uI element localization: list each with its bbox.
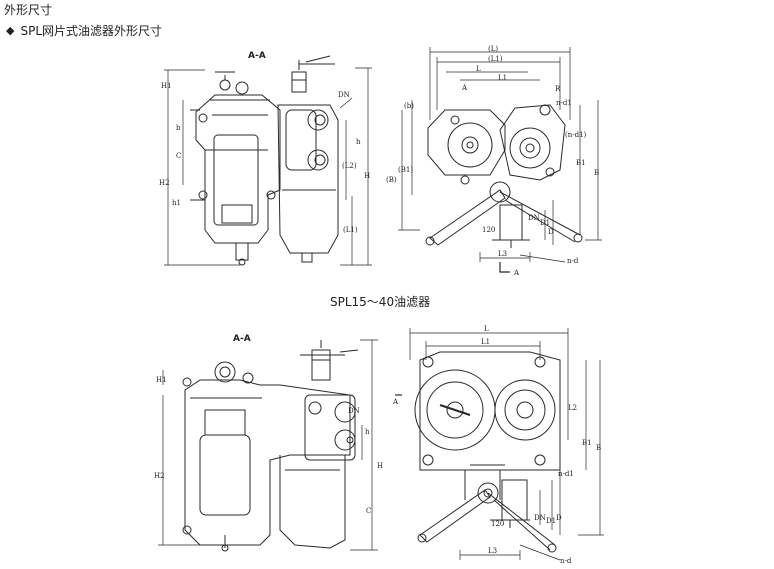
dim-B1-paren: (B1) [398, 166, 413, 174]
dim-B: B [594, 169, 599, 177]
dim-120-bottom: 120 [491, 520, 504, 528]
dim-B-paren: (B) [386, 176, 397, 184]
dim-H1-bottom: H1 [156, 376, 167, 384]
dim-DN: DN [338, 91, 350, 99]
dim-A-bottom: A [392, 398, 399, 406]
dim-L2: (L2) [342, 162, 357, 170]
dim-C: C [176, 152, 181, 160]
dim-H1: H1 [161, 82, 172, 90]
dim-DN-bottom: DN [348, 407, 360, 415]
page-heading: 外形尺寸 [4, 3, 53, 17]
dim-B1: B1 [576, 159, 586, 167]
dim-n-d1-paren: (n-d1) [565, 131, 587, 139]
dim-A-top: A [461, 84, 468, 92]
subheading-text: SPL网片式油滤器外形尺寸 [20, 24, 163, 38]
dim-L1-paren-2: (L1) [488, 55, 503, 63]
dim-L2-bottom: L2 [568, 404, 577, 412]
dim-B1-bottom: B1 [582, 439, 592, 447]
dim-L1-paren: (L1) [343, 226, 358, 234]
diamond-bullet-icon: ◆ [6, 24, 15, 37]
sub-heading: ◆ SPL网片式油滤器外形尺寸 [6, 22, 162, 39]
bottom-section-view: A-A H1 H2 DN h H C [154, 334, 383, 552]
dim-b-paren: (b) [404, 102, 414, 110]
bottom-plan-view: L L1 A L2 B1 B n-d1 [392, 325, 604, 565]
dim-B-bottom: B [596, 444, 601, 452]
dim-n-d1: n-d1 [556, 99, 572, 107]
dim-L1-bottom: L1 [481, 338, 490, 346]
dim-n-d: n-d [567, 257, 579, 265]
dim-L: L [476, 65, 481, 73]
dim-DN-2: DN [528, 214, 540, 222]
dim-L1: L1 [498, 74, 507, 82]
dim-L-bottom: L [484, 325, 489, 333]
top-plan-view: (L) (L1) L L1 A R n-d [386, 45, 602, 277]
dim-D1-bottom: D1 [546, 517, 556, 525]
dim-C-bottom: C [366, 507, 371, 515]
dim-H2-bottom: H2 [154, 472, 165, 480]
section-arrow-A: A [513, 269, 520, 277]
dim-L3-bottom: L3 [488, 547, 497, 555]
dim-h-bottom: h [365, 428, 370, 436]
dim-DN-2-bottom: DN [534, 514, 546, 522]
dim-L3: L3 [498, 250, 507, 258]
dim-b: b [176, 124, 181, 132]
dim-D1: D1 [540, 219, 550, 227]
dim-h: h [356, 138, 361, 146]
dim-H-bottom: H [377, 462, 383, 470]
dim-H: H [364, 172, 370, 180]
dim-120: 120 [482, 226, 495, 234]
dim-n-d-bottom: n-d [560, 557, 572, 565]
dim-H2: H2 [159, 179, 170, 187]
top-section-title: A-A [248, 51, 266, 61]
lower-drawing-caption: SPL15～40油滤器 [330, 295, 431, 309]
dim-n-d1-bottom: n-d1 [558, 470, 574, 478]
dim-D-bottom: D [556, 514, 562, 522]
dim-L-paren: (L) [488, 45, 498, 53]
dim-h1: h1 [172, 199, 181, 207]
dim-D: D [548, 228, 554, 236]
top-section-view: A-A H1 b C [159, 51, 372, 266]
bottom-section-title: A-A [233, 334, 251, 344]
dim-R: R [555, 85, 561, 93]
